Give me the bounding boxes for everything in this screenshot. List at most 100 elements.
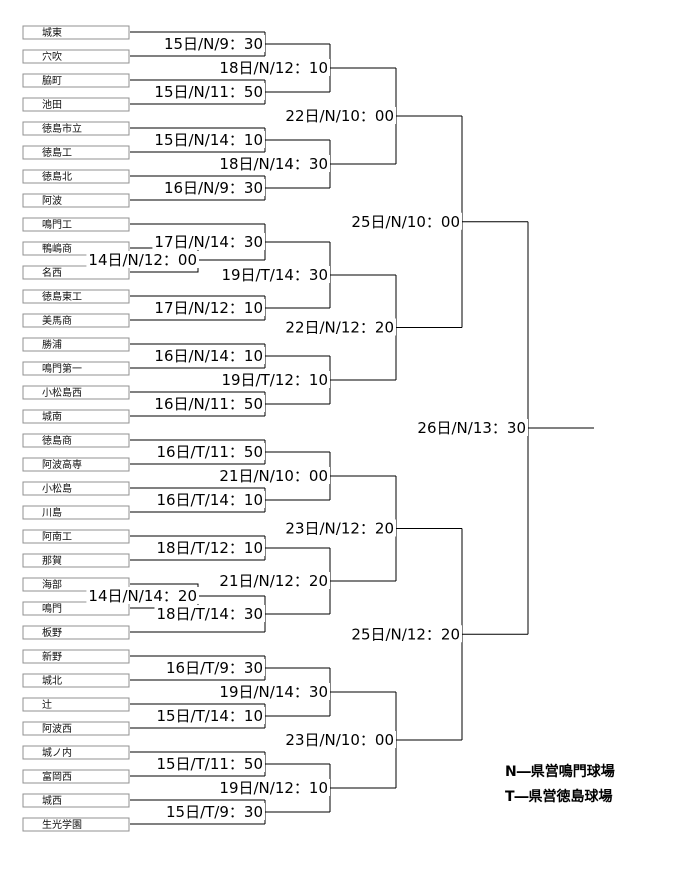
round2-match-label: 19日/T/12：10 [221, 371, 328, 389]
team-name: 鴨嶋商 [42, 242, 72, 255]
round1-match-label: 15日/T/11：50 [156, 755, 263, 773]
round1-match-label-backdrop [154, 443, 265, 460]
round1-match-label: 15日/T/9：30 [166, 803, 263, 821]
team-box [22, 289, 130, 304]
round1-match-label-backdrop [154, 491, 265, 508]
round2-match-label-backdrop [217, 155, 330, 172]
semifinal-match-label-backdrop [349, 625, 462, 643]
round1-match-label-backdrop [152, 233, 265, 250]
team-box [22, 265, 130, 280]
team-name: 板野 [42, 626, 62, 639]
round2-match-label: 19日/N/12：10 [219, 779, 328, 797]
team-name: 鳴門工 [42, 218, 72, 231]
team-name: 生光学園 [42, 818, 82, 831]
team-box [22, 505, 130, 520]
round1-match-label: 16日/N/9：30 [164, 179, 263, 197]
team-name: 小松島西 [42, 386, 82, 399]
team-name: 阿波西 [42, 722, 72, 735]
team-box [22, 361, 130, 376]
team-name: 新野 [42, 650, 62, 663]
round1-match-label-backdrop [164, 659, 265, 676]
team-box [22, 337, 130, 352]
team-name: 池田 [42, 98, 62, 111]
team-name: 城南 [42, 410, 62, 423]
team-box [22, 793, 130, 808]
round3-match-label-backdrop [283, 107, 396, 124]
round3-match-label-backdrop [283, 318, 396, 336]
team-name: 那賀 [42, 555, 62, 567]
round1-match-label-backdrop [154, 605, 265, 622]
round2-match-label-backdrop [217, 779, 330, 796]
round2-match-label: 19日/N/14：30 [219, 683, 328, 701]
team-box [22, 553, 130, 568]
team-name: 辻 [42, 698, 52, 711]
team-name: 鳴門 [42, 602, 62, 615]
team-box [22, 625, 130, 640]
round1-match-label: 15日/N/9：30 [164, 35, 263, 53]
round3-match-label: 22日/N/10：00 [285, 107, 394, 125]
round1-match-label-backdrop [154, 707, 265, 724]
round2-match-label-backdrop [219, 371, 330, 388]
team-box [22, 697, 130, 712]
team-name: 名西 [42, 266, 62, 279]
team-name: 徳島商 [42, 434, 72, 447]
team-box [22, 817, 130, 832]
round1-match-label: 17日/N/12：10 [154, 299, 263, 317]
team-box [22, 145, 130, 160]
semifinal-match-label: 25日/N/10：00 [351, 213, 460, 231]
round1-match-label: 17日/N/14：30 [154, 233, 263, 251]
team-box [22, 49, 130, 64]
team-name: 阿南工 [42, 530, 72, 543]
team-box [22, 745, 130, 760]
team-box [22, 721, 130, 736]
team-name: 徳島市立 [42, 122, 82, 135]
round1-match-label-backdrop [154, 755, 265, 772]
team-box [22, 529, 130, 544]
round1-match-label: 15日/N/11：50 [154, 83, 263, 101]
round2-match-label-backdrop [219, 266, 330, 283]
team-box [22, 433, 130, 448]
round2-match-label-backdrop [217, 572, 330, 589]
team-name: 脇町 [42, 75, 62, 87]
team-name: 城西 [42, 795, 62, 807]
team-name: 阿波高専 [42, 458, 82, 471]
team-name: 勝浦 [42, 338, 62, 351]
round2-match-label: 18日/N/14：30 [219, 155, 328, 173]
team-box [22, 217, 130, 232]
team-box [22, 97, 130, 112]
round2-match-label: 18日/N/12：10 [219, 59, 328, 77]
round1-match-label-backdrop [152, 131, 265, 148]
round1-match-label-backdrop [164, 803, 265, 820]
round2-match-label-backdrop [217, 683, 330, 700]
team-name: 富岡西 [42, 770, 72, 783]
team-box [22, 481, 130, 496]
team-box [22, 313, 130, 328]
round1-match-label-backdrop [152, 83, 265, 100]
venue-legend: N―県営鳴門球場 T―県営徳島球場 [505, 763, 615, 805]
round1-match-label-backdrop [152, 347, 265, 364]
team-name: 美馬商 [42, 314, 72, 327]
team-name: 城東 [42, 26, 62, 39]
round2-match-label-backdrop [217, 467, 330, 484]
final-match-label-backdrop [415, 419, 528, 436]
team-name: 阿波 [42, 194, 62, 207]
round1-match-label: 16日/N/11：50 [154, 395, 263, 413]
team-box [22, 457, 130, 472]
match-labels: 14日/N/12：0014日/N/14：2015日/N/9：3015日/N/11… [86, 35, 528, 821]
team-box [22, 601, 130, 616]
round1-match-label: 16日/T/14：10 [156, 491, 263, 509]
round1-match-label: 18日/T/12：10 [156, 539, 263, 557]
round1-match-label: 15日/T/14：10 [156, 707, 263, 725]
team-name: 川島 [42, 506, 62, 519]
round1-match-label-backdrop [152, 395, 265, 412]
team-name: 小松島 [42, 482, 72, 495]
round1-match-label: 16日/T/9：30 [166, 659, 263, 677]
round2-match-label: 19日/T/14：30 [221, 266, 328, 284]
semifinal-match-label: 25日/N/12：20 [351, 625, 460, 643]
round1-match-label: 15日/N/14：10 [154, 131, 263, 149]
round2-match-label-backdrop [217, 59, 330, 76]
team-name: 穴吹 [42, 50, 62, 63]
round1-match-label-backdrop [152, 299, 265, 316]
team-box [22, 25, 130, 40]
